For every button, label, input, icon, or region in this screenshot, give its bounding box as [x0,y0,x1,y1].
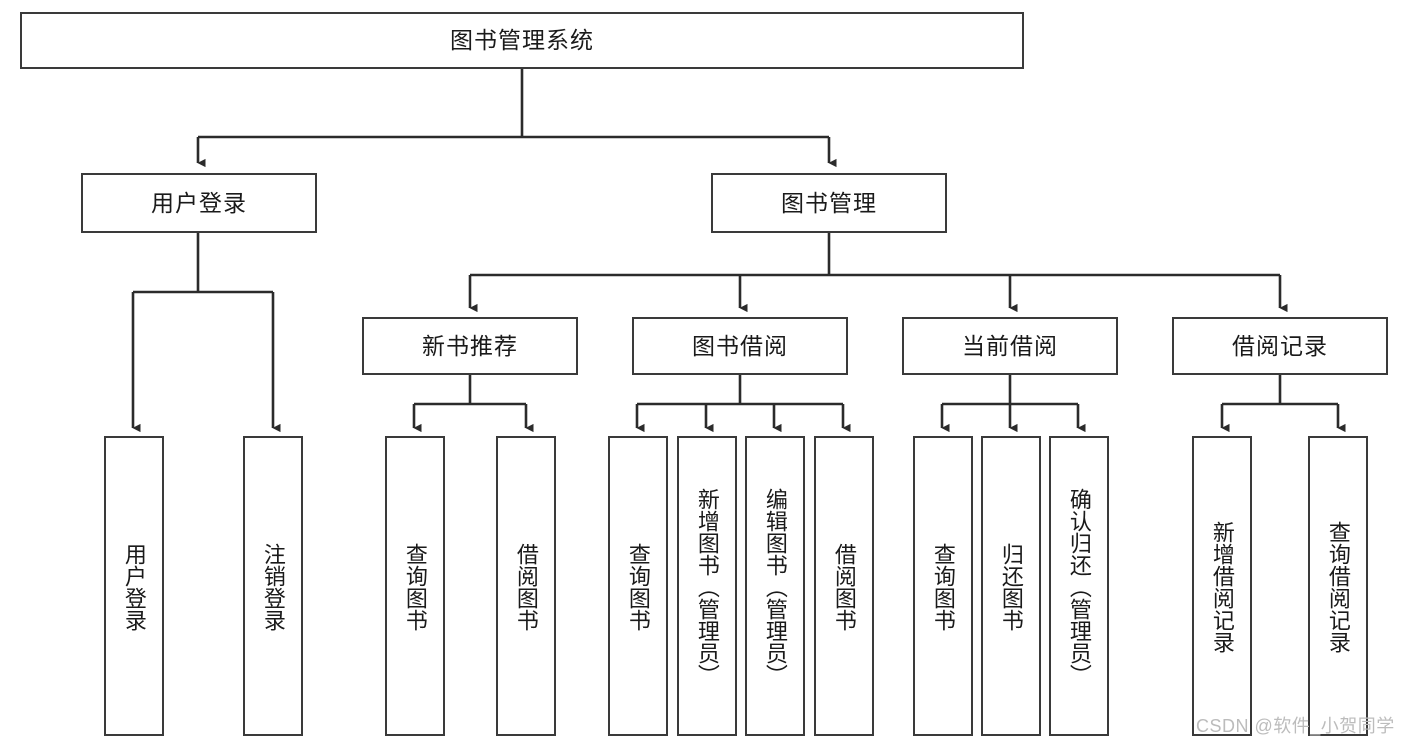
leaf-user-login[interactable]: 用户登录 [104,436,164,736]
node-label: 查询图书 [625,543,651,631]
leaf-add-borrow-record[interactable]: 新增借阅记录 [1192,436,1252,736]
node-label: 借阅图书 [513,543,539,631]
node-book-borrow[interactable]: 图书借阅 [632,317,848,375]
node-label: 用户登录 [121,543,147,631]
leaf-edit-book-admin[interactable]: 编辑图书（管理员） [745,436,805,736]
watermark-text: CSDN @软件_小贺同学 [1196,716,1395,736]
node-label: 当前借阅 [962,332,1058,359]
node-label: 查询图书 [402,543,428,631]
leaf-query-book-borrow[interactable]: 查询图书 [608,436,668,736]
node-current-borrow[interactable]: 当前借阅 [902,317,1118,375]
node-label: 新增借阅记录 [1209,521,1235,653]
leaf-query-borrow-record[interactable]: 查询借阅记录 [1308,436,1368,736]
node-label: 用户登录 [151,189,247,216]
leaf-query-book-current[interactable]: 查询图书 [913,436,973,736]
node-label: 查询借阅记录 [1325,521,1351,653]
node-label: 图书管理系统 [450,27,594,53]
leaf-logout-login[interactable]: 注销登录 [243,436,303,736]
node-user-login[interactable]: 用户登录 [81,173,317,233]
node-label: 归还图书 [998,543,1024,631]
leaf-borrow-book-borrow[interactable]: 借阅图书 [814,436,874,736]
node-book-management[interactable]: 图书管理 [711,173,947,233]
node-label: 编辑图书（管理员） [762,488,788,686]
node-new-book-recommend[interactable]: 新书推荐 [362,317,578,375]
leaf-add-book-admin[interactable]: 新增图书（管理员） [677,436,737,736]
node-label: 确认归还（管理员） [1066,488,1092,686]
node-book-management-system[interactable]: 图书管理系统 [20,12,1024,69]
node-label: 注销登录 [260,543,286,631]
node-label: 借阅图书 [831,543,857,631]
leaf-borrow-book-recommend[interactable]: 借阅图书 [496,436,556,736]
leaf-query-book-recommend[interactable]: 查询图书 [385,436,445,736]
node-label: 查询图书 [930,543,956,631]
node-borrow-record[interactable]: 借阅记录 [1172,317,1388,375]
node-label: 图书借阅 [692,332,788,359]
node-label: 图书管理 [781,189,877,216]
leaf-confirm-return-admin[interactable]: 确认归还（管理员） [1049,436,1109,736]
node-label: 新书推荐 [422,332,518,359]
leaf-return-book[interactable]: 归还图书 [981,436,1041,736]
node-label: 新增图书（管理员） [694,488,720,686]
node-label: 借阅记录 [1232,332,1328,359]
